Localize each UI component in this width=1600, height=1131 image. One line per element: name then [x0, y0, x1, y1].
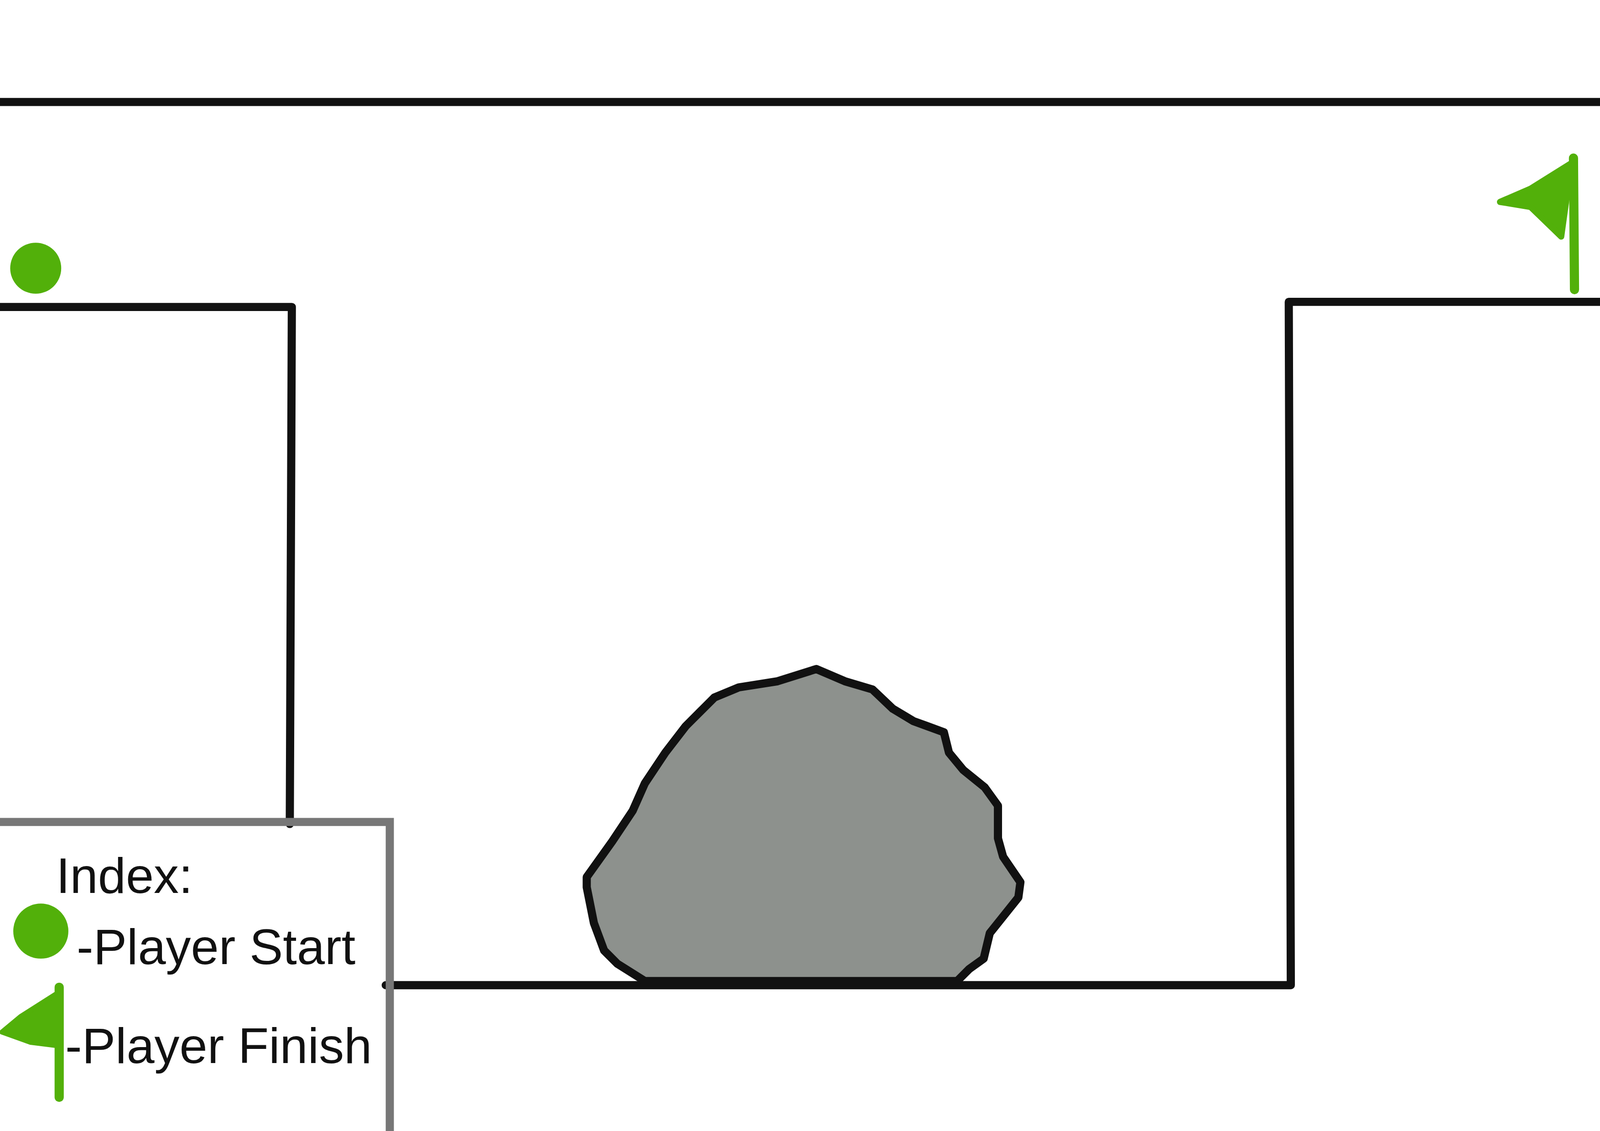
legend-entry-text: -Player Finish [65, 1020, 372, 1071]
legend-entry-text: -Player Start [76, 921, 356, 972]
boulder [586, 669, 1021, 982]
text-holder: Index: [56, 850, 193, 901]
legend-finish-sample [1, 987, 59, 1098]
start-platform [0, 306, 292, 825]
player-finish-flag [1500, 158, 1575, 290]
text-holder: -Player Start [76, 921, 356, 972]
legend-start-sample [13, 903, 69, 959]
legend-heading: Index: [56, 850, 193, 901]
text-holder: -Player Finish [65, 1020, 372, 1071]
ceiling-line [0, 98, 1600, 107]
player-start-marker [10, 242, 62, 294]
legend-box-border [0, 821, 390, 1131]
pit-floor-and-wall [385, 301, 1600, 986]
